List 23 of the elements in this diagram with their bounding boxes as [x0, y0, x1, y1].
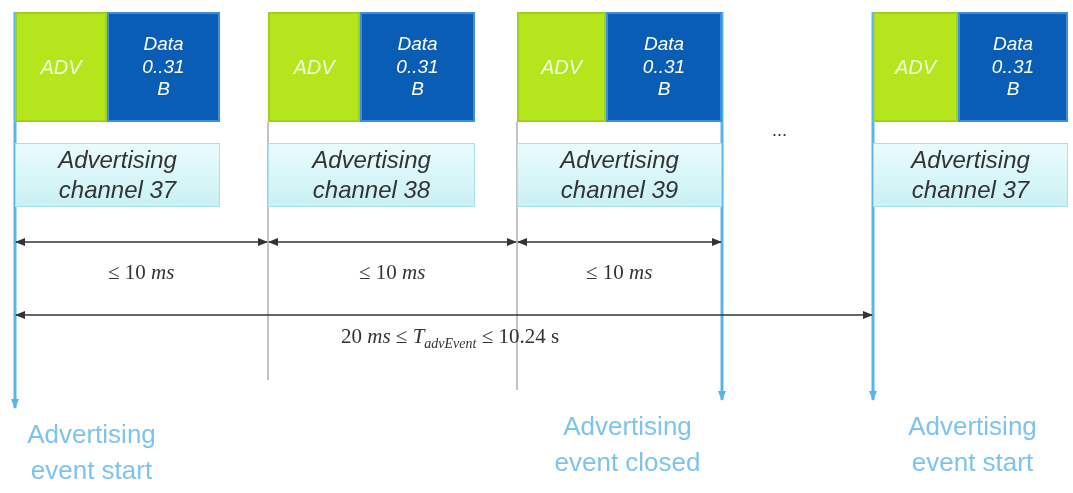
- duration-label: ≤ 10 ms: [108, 260, 175, 285]
- header-field: ADV: [268, 12, 360, 122]
- payload-field: Data 0..31 B: [107, 12, 220, 122]
- header-field: ADV: [873, 12, 958, 122]
- duration-label: ≤ 10 ms: [586, 260, 653, 285]
- duration-label: ≤ 10 ms: [359, 260, 426, 285]
- channel-label: Advertising channel 38: [268, 143, 475, 207]
- header-field: ADV: [15, 12, 107, 122]
- channel-label: Advertising channel 39: [517, 143, 722, 207]
- event-label: Advertising event closed: [540, 404, 715, 484]
- event-label: Advertising event start: [885, 404, 1060, 484]
- event-label: Advertising event start: [4, 412, 179, 492]
- payload-field: Data 0..31 B: [360, 12, 475, 122]
- duration-label: 20 ms ≤ T$_{advEvent}$ ≤ 10.24 s: [341, 324, 560, 353]
- payload-field: Data 0..31 B: [958, 12, 1068, 122]
- channel-label: Advertising channel 37: [873, 143, 1068, 207]
- ellipsis: ...: [772, 120, 787, 141]
- header-field: ADV: [517, 12, 606, 122]
- arrow: [869, 12, 877, 401]
- arrow: [11, 12, 19, 409]
- payload-field: Data 0..31 B: [606, 12, 722, 122]
- channel-label: Advertising channel 37: [15, 143, 220, 207]
- arrow: [718, 12, 726, 401]
